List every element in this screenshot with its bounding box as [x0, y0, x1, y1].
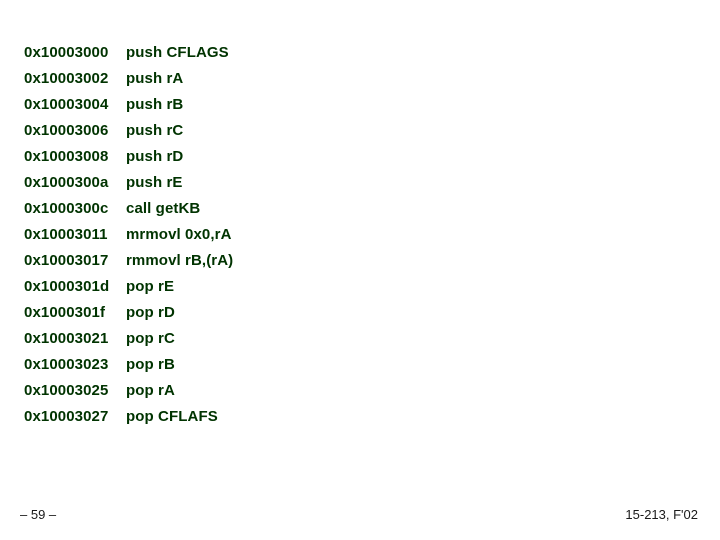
instruction-address: 0x10003004	[24, 96, 109, 113]
instruction-address: 0x1000300c	[24, 200, 109, 217]
instruction-mnemonic: pop rD	[126, 304, 175, 321]
code-line: 0x10003006 push rC	[24, 118, 684, 144]
instruction-mnemonic: push rB	[126, 96, 184, 113]
instruction-mnemonic: push rC	[126, 122, 184, 139]
code-line: 0x1000301f pop rD	[24, 300, 684, 326]
code-line: 0x10003027 pop CFLAFS	[24, 404, 684, 430]
code-line: 0x10003008 push rD	[24, 144, 684, 170]
slide-footer: – 59 – 15-213, F'02	[0, 504, 720, 528]
code-line: 0x10003017 rmmovl rB,(rA)	[24, 248, 684, 274]
instruction-mnemonic: pop rC	[126, 330, 175, 347]
instruction-address: 0x10003017	[24, 252, 109, 269]
instruction-address: 0x10003008	[24, 148, 109, 165]
instruction-mnemonic: call getKB	[126, 200, 201, 217]
instruction-address: 0x10003023	[24, 356, 109, 373]
instruction-mnemonic: rmmovl rB,(rA)	[126, 252, 234, 269]
page-number: – 59 –	[20, 507, 57, 522]
instruction-mnemonic: push CFLAGS	[126, 44, 229, 61]
code-line: 0x10003002 push rA	[24, 66, 684, 92]
code-line: 0x1000300c call getKB	[24, 196, 684, 222]
code-line: 0x10003000 push CFLAGS	[24, 40, 684, 66]
code-line: 0x1000301d pop rE	[24, 274, 684, 300]
instruction-mnemonic: pop rA	[126, 382, 175, 399]
instruction-mnemonic: pop rE	[126, 278, 175, 295]
instruction-address: 0x10003011	[24, 226, 108, 243]
instruction-address: 0x10003006	[24, 122, 109, 139]
code-line: 0x10003023 pop rB	[24, 352, 684, 378]
instruction-address: 0x10003021	[24, 330, 109, 347]
instruction-mnemonic: mrmovl 0x0,rA	[126, 226, 232, 243]
instruction-address: 0x1000301f	[24, 304, 106, 321]
instruction-mnemonic: pop CFLAFS	[126, 408, 218, 425]
instruction-address: 0x10003002	[24, 70, 109, 87]
code-line: 0x10003025 pop rA	[24, 378, 684, 404]
code-line: 0x10003021 pop rC	[24, 326, 684, 352]
instruction-address: 0x1000301d	[24, 278, 110, 295]
code-line: 0x10003004 push rB	[24, 92, 684, 118]
instruction-mnemonic: pop rB	[126, 356, 175, 373]
instruction-address: 0x10003000	[24, 44, 109, 61]
instruction-mnemonic: push rD	[126, 148, 184, 165]
instruction-address: 0x10003025	[24, 382, 109, 399]
course-label: 15-213, F'02	[625, 507, 698, 522]
code-line: 0x1000300a push rE	[24, 170, 684, 196]
instruction-address: 0x1000300a	[24, 174, 109, 191]
instruction-address: 0x10003027	[24, 408, 109, 425]
instruction-mnemonic: push rA	[126, 70, 184, 87]
code-line: 0x10003011 mrmovl 0x0,rA	[24, 222, 684, 248]
instruction-mnemonic: push rE	[126, 174, 183, 191]
